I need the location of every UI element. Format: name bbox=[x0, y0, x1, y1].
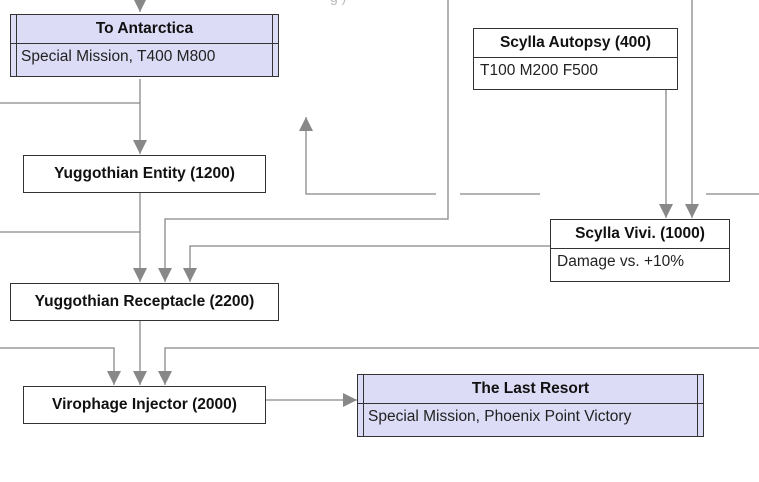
edge-top-loop-to-receptacle bbox=[158, 0, 449, 282]
edge-right-into-virophage bbox=[158, 347, 759, 385]
node-title: Yuggothian Receptacle (2200) bbox=[34, 293, 255, 310]
node-detail: Special Mission, T400 M800 bbox=[21, 48, 216, 65]
node-title: Scylla Vivi. (1000) bbox=[551, 220, 729, 249]
node-the-last-resort: The Last Resort Special Mission, Phoenix… bbox=[357, 374, 704, 437]
node-yuggothian-receptacle: Yuggothian Receptacle (2200) bbox=[10, 283, 279, 321]
node-virophage-injector: Virophage Injector (2000) bbox=[23, 386, 266, 424]
node-title: Scylla Autopsy (400) bbox=[474, 29, 677, 58]
node-yuggothian-entity: Yuggothian Entity (1200) bbox=[23, 155, 266, 193]
node-detail: Damage vs. +10% bbox=[557, 253, 685, 270]
node-to-antarctica: To Antarctica Special Mission, T400 M800 bbox=[10, 14, 279, 77]
edge-vivi-to-receptacle bbox=[183, 245, 551, 282]
edge-left-into-virophage bbox=[0, 347, 121, 385]
node-detail: Special Mission, Phoenix Point Victory bbox=[368, 408, 632, 425]
node-title: The Last Resort bbox=[358, 375, 703, 404]
node-title: Yuggothian Entity (1200) bbox=[54, 165, 235, 182]
node-scylla-vivi: Scylla Vivi. (1000) Damage vs. +10% bbox=[550, 219, 730, 282]
node-title: To Antarctica bbox=[11, 15, 278, 44]
node-scylla-autopsy: Scylla Autopsy (400) T100 M200 F500 bbox=[473, 28, 678, 90]
node-title: Virophage Injector (2000) bbox=[52, 396, 237, 413]
edge-up-loop bbox=[299, 117, 436, 195]
clipped-top-label: g ) bbox=[330, 0, 346, 5]
node-detail: T100 M200 F500 bbox=[480, 62, 599, 79]
